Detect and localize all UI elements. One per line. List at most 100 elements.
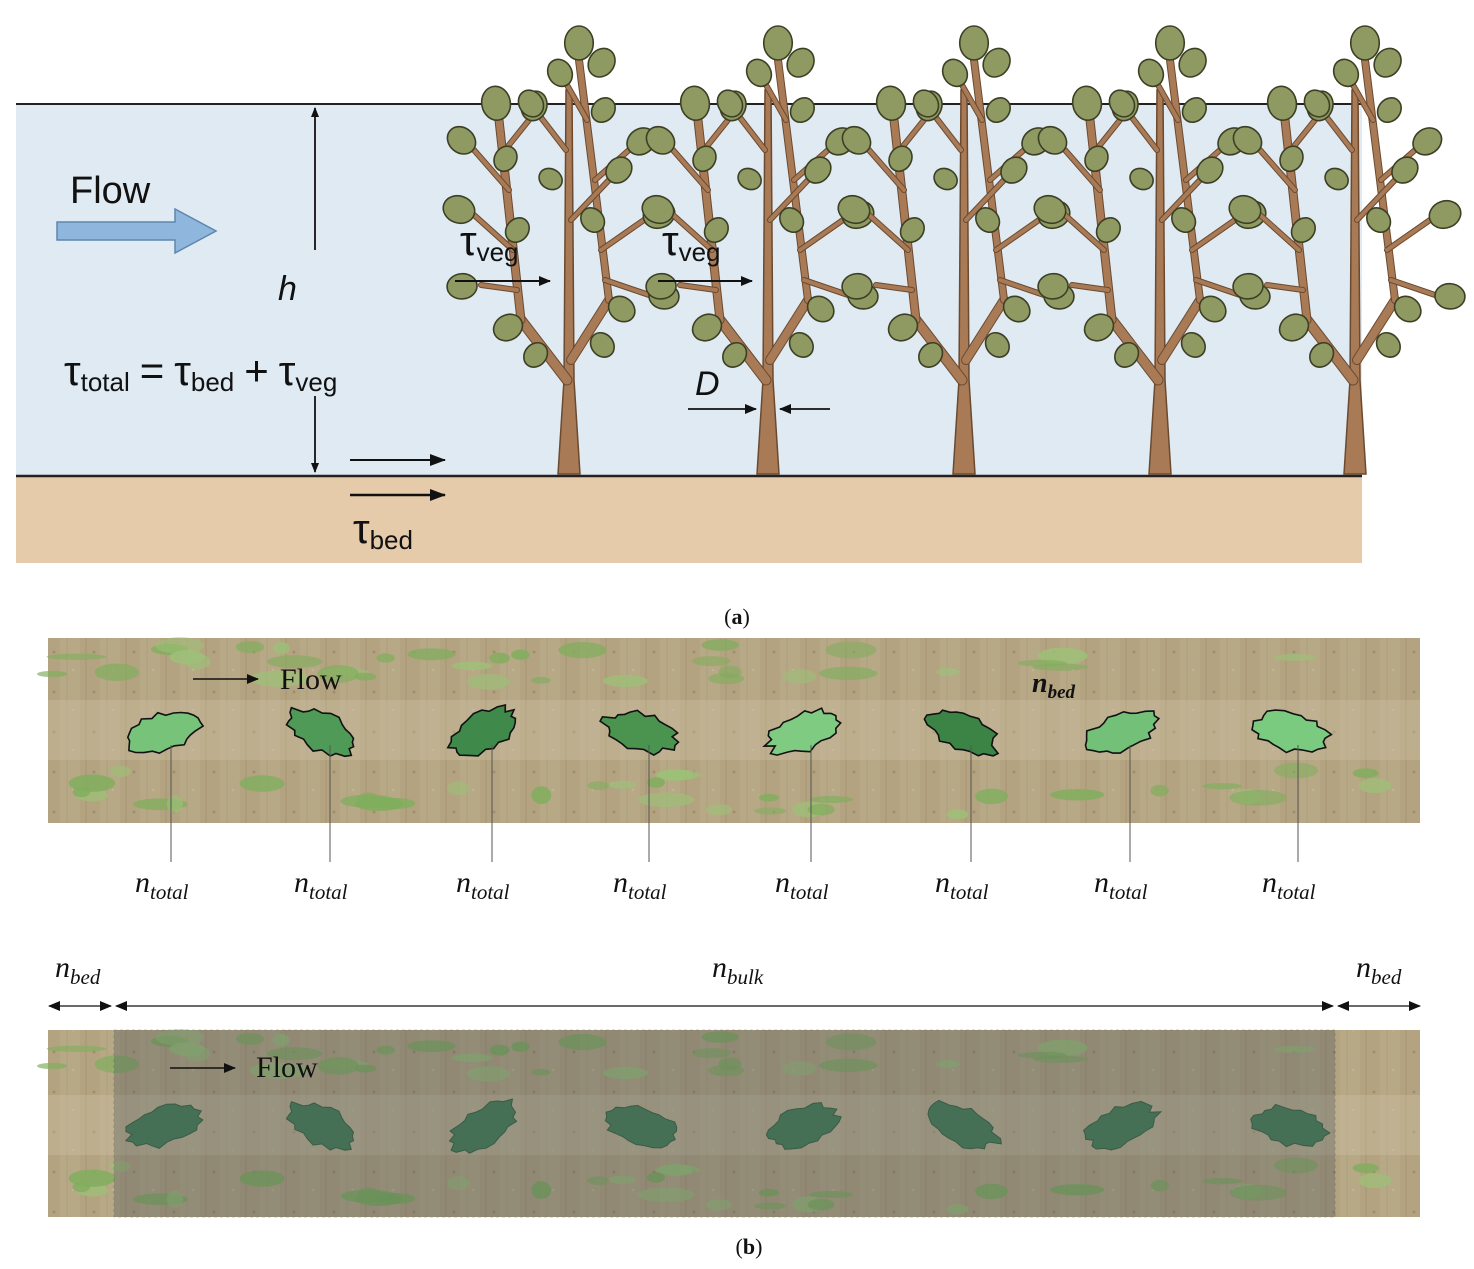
grass-tuft bbox=[975, 1183, 1009, 1200]
grass-tuft bbox=[637, 1187, 695, 1203]
grass-tuft bbox=[701, 1031, 739, 1043]
panel-a: Flow h τtotal=τbed+τveg τbed τveg τveg D… bbox=[16, 25, 1466, 629]
grass-tuft bbox=[1358, 778, 1392, 794]
grass-tuft bbox=[235, 641, 265, 654]
grass-strips-bottom bbox=[36, 1029, 1392, 1215]
grass-tuft bbox=[355, 797, 403, 812]
n-total-leaders: ntotal ntotal ntotal ntotal ntotal ntotal ntot… bbox=[135, 745, 1316, 904]
stress-equation: τtotal=τbed+τveg bbox=[64, 347, 337, 397]
panel-a-label: (a) bbox=[724, 604, 750, 629]
grass-tuft bbox=[166, 1190, 184, 1209]
grass-tuft bbox=[654, 1164, 701, 1176]
grass-tuft bbox=[781, 669, 817, 684]
grass-tuft bbox=[376, 1045, 395, 1055]
vegetation-patch bbox=[923, 709, 1000, 757]
grass-tuft bbox=[708, 672, 745, 685]
vegetation-patch bbox=[448, 1098, 518, 1154]
grass-tuft bbox=[781, 1061, 817, 1076]
vegetation-patch bbox=[285, 706, 355, 758]
n-total-label: ntotal bbox=[456, 866, 510, 904]
grass-tuft bbox=[1229, 1184, 1287, 1201]
n-total-label: ntotal bbox=[1262, 866, 1316, 904]
grass-tuft bbox=[530, 1068, 551, 1076]
vegetation-patch bbox=[765, 1102, 842, 1150]
grass-tuft bbox=[654, 769, 701, 781]
grass-tuft bbox=[109, 1160, 131, 1173]
grass-tuft bbox=[46, 653, 107, 660]
grass-tuft bbox=[809, 795, 853, 804]
grass-tuft bbox=[235, 1033, 265, 1046]
grass-tuft bbox=[1273, 654, 1317, 661]
flow-label-b1: Flow bbox=[280, 663, 342, 696]
grass-tuft bbox=[1201, 783, 1243, 790]
grass-tuft bbox=[607, 1175, 637, 1184]
n-total-label: ntotal bbox=[1094, 866, 1148, 904]
grass-tuft bbox=[466, 1066, 511, 1082]
grass-tuft bbox=[94, 663, 140, 681]
grass-tuft bbox=[36, 670, 68, 678]
grass-tuft bbox=[946, 809, 969, 820]
vegetation-patch bbox=[124, 1103, 204, 1149]
grass-tuft bbox=[807, 803, 835, 816]
grass-tuft bbox=[607, 780, 637, 789]
grass-tuft bbox=[531, 786, 552, 805]
grass-tuft bbox=[239, 775, 285, 792]
panel-b-bottom: nbed nbulk nbed Flow (b) bbox=[36, 951, 1421, 1259]
grass-tuft bbox=[692, 1048, 731, 1059]
vegetation-patches-top bbox=[126, 703, 1333, 758]
grass-tuft bbox=[1050, 789, 1105, 801]
vegetation-patch bbox=[1250, 1103, 1331, 1148]
vegetation-row-band-bottom bbox=[48, 1095, 1420, 1155]
grass-tuft bbox=[1274, 1157, 1319, 1174]
grass-tuft bbox=[759, 1188, 779, 1197]
grass-tuft bbox=[249, 1062, 310, 1079]
n-total-label: ntotal bbox=[294, 866, 348, 904]
bed-stress-label: τbed bbox=[353, 505, 413, 555]
grass-tuft bbox=[1201, 1178, 1243, 1185]
n-total-label: ntotal bbox=[775, 866, 829, 904]
grass-tuft bbox=[511, 649, 530, 660]
grass-tuft bbox=[558, 641, 607, 659]
grass-tuft bbox=[530, 676, 551, 684]
grass-tuft bbox=[825, 641, 877, 659]
grass-tuft bbox=[68, 1169, 116, 1187]
vegetation-patch bbox=[927, 1099, 1002, 1150]
grass-tuft bbox=[1274, 762, 1319, 779]
n-bed-label-right: nbed bbox=[1356, 951, 1402, 989]
grass-tuft bbox=[184, 654, 211, 670]
depth-symbol: h bbox=[278, 270, 297, 308]
flow-arrow-a bbox=[56, 207, 218, 255]
grass-tuft bbox=[94, 1055, 140, 1073]
grass-tuft bbox=[754, 1202, 786, 1210]
grass-tuft bbox=[317, 1057, 360, 1075]
grass-tuft bbox=[708, 1064, 745, 1077]
grass-tuft bbox=[451, 661, 493, 671]
flow-label-b2: Flow bbox=[256, 1051, 318, 1084]
grass-tuft bbox=[705, 804, 733, 816]
grass-tuft bbox=[936, 667, 960, 677]
grass-tuft bbox=[825, 1033, 877, 1051]
grass-tuft bbox=[266, 655, 323, 669]
grass-tuft bbox=[109, 765, 131, 778]
grass-tuft bbox=[1150, 784, 1169, 797]
panel-b-label: (b) bbox=[736, 1234, 763, 1259]
vegetation-patch bbox=[285, 1101, 355, 1151]
grass-tuft bbox=[166, 795, 184, 814]
grass-tuft bbox=[807, 1198, 835, 1211]
grass-tuft bbox=[1017, 659, 1067, 667]
tree bbox=[837, 25, 1075, 475]
flow-label-a: Flow bbox=[70, 170, 151, 212]
grass-tuft bbox=[705, 1199, 733, 1211]
veg-stress-label-1: τveg bbox=[460, 217, 519, 267]
grass-tuft bbox=[701, 639, 739, 651]
grass-tuft bbox=[184, 1046, 211, 1062]
grass-tuft bbox=[531, 1181, 552, 1200]
grass-tuft bbox=[272, 642, 290, 655]
veg-stress-label-2: τveg bbox=[662, 217, 721, 267]
n-total-label: ntotal bbox=[135, 866, 189, 904]
grass-tuft bbox=[936, 1059, 960, 1069]
n-total-label: ntotal bbox=[935, 866, 989, 904]
grass-tuft bbox=[1150, 1179, 1169, 1192]
